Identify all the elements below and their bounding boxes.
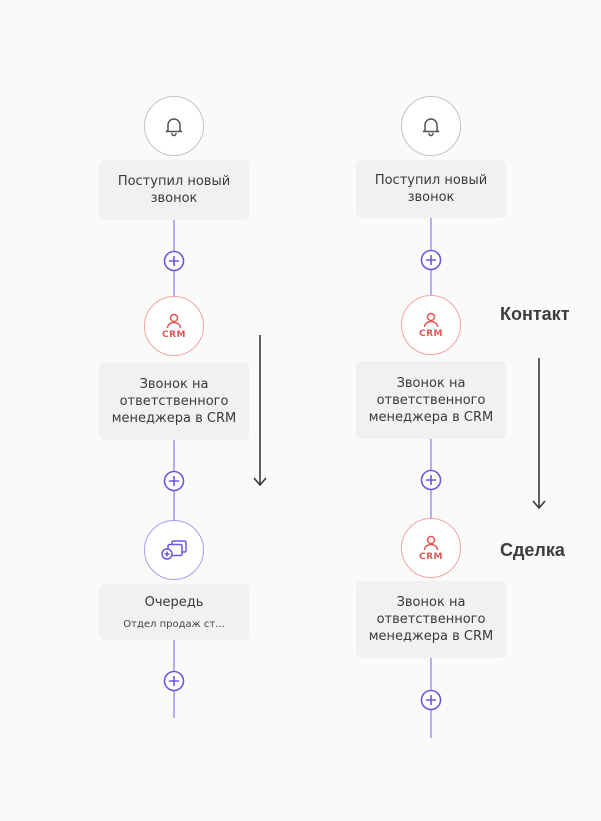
step-title: Поступил новый звонок [117,174,231,206]
user-icon [423,535,439,550]
crm-node[interactable]: CRM [401,518,461,578]
add-step-button[interactable] [420,689,442,711]
crm-badge: CRM [162,329,186,340]
step-title: Звонок на ответственного менеджера в CRM [368,595,494,644]
crm-node[interactable]: CRM [144,296,204,356]
step-card[interactable]: Поступил новый звонок [99,160,249,220]
step-card[interactable]: Звонок на ответственного менеджера в CRM [99,362,249,440]
user-icon [423,312,439,327]
contact-label: Контакт [500,304,570,324]
add-step-button[interactable] [163,250,185,272]
step-title: Звонок на ответственного менеджера в CRM [111,376,237,426]
step-title: Звонок на ответственного менеджера в CRM [368,375,494,425]
trigger-node[interactable] [144,96,204,156]
step-title: Очередь [144,594,204,610]
add-step-button[interactable] [420,469,442,491]
crm-node[interactable]: CRM [401,295,461,355]
add-step-button[interactable] [420,249,442,271]
user-icon [166,313,182,328]
crm-badge: CRM [419,328,443,339]
queue-icon [161,540,187,560]
step-card[interactable]: Звонок на ответственного менеджера в CRM [356,361,506,439]
bell-icon [422,118,440,137]
add-step-button[interactable] [163,670,185,692]
arrow-down-icon [532,358,546,510]
trigger-node[interactable] [401,96,461,156]
queue-node[interactable] [144,520,204,580]
step-card[interactable]: Поступил новый звонок [356,160,506,218]
add-step-button[interactable] [163,470,185,492]
step-card[interactable]: Звонок на ответственного менеджера в CRM [356,581,506,658]
step-subtitle: Отдел продаж ст... [123,618,225,630]
arrow-down-icon [253,335,267,487]
bell-icon [165,118,183,137]
crm-badge: CRM [419,551,443,562]
deal-label: Сделка [500,540,565,560]
step-title: Поступил новый звонок [374,173,488,205]
step-card[interactable]: Очередь Отдел продаж ст... [99,584,249,640]
